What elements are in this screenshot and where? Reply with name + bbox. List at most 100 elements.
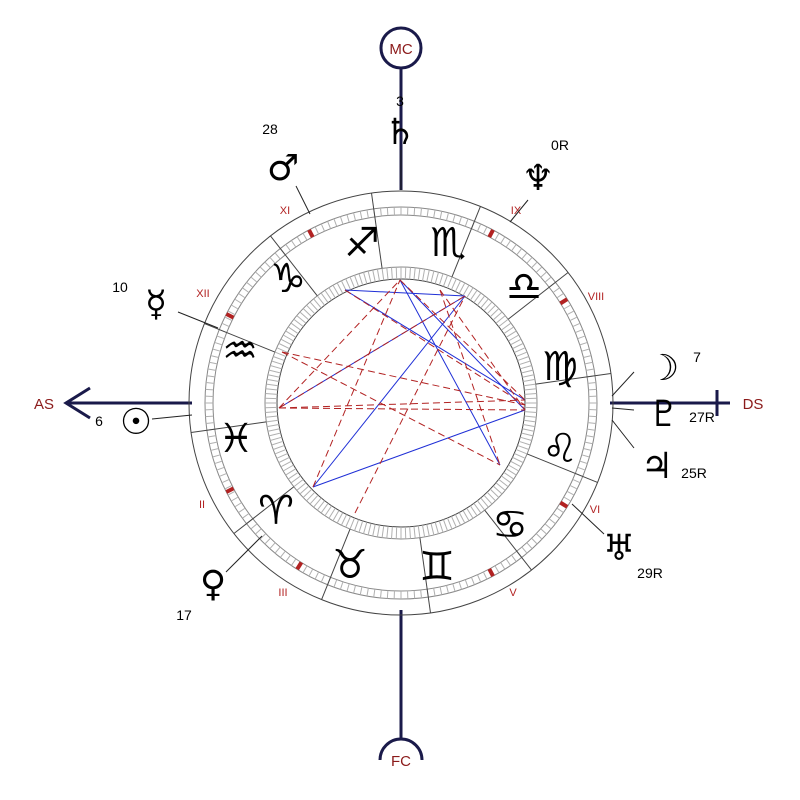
degree-tick bbox=[293, 478, 304, 488]
degree-tick bbox=[520, 365, 532, 370]
degree-tick bbox=[293, 318, 304, 328]
degree-tick bbox=[302, 565, 308, 573]
aspect-line-blue bbox=[344, 289, 466, 297]
degree-tick bbox=[280, 460, 292, 468]
degree-tick bbox=[227, 310, 236, 316]
degree-tick bbox=[354, 519, 360, 531]
sign-dividers bbox=[190, 192, 612, 614]
degree-tick bbox=[517, 444, 529, 450]
sign-divider bbox=[190, 421, 267, 433]
degree-tick bbox=[231, 304, 239, 310]
degree-tick bbox=[306, 491, 316, 502]
degree-tick bbox=[266, 419, 279, 423]
degree-tick bbox=[353, 585, 357, 594]
degree-tick bbox=[544, 276, 552, 283]
degree-tick bbox=[422, 268, 426, 281]
degree-tick bbox=[336, 512, 344, 524]
degree-tick bbox=[454, 280, 462, 292]
degree-tick bbox=[266, 424, 279, 428]
degree-tick bbox=[586, 435, 595, 438]
degree-tick bbox=[324, 505, 333, 517]
degree-tick bbox=[515, 351, 528, 358]
degree-tick bbox=[264, 537, 271, 545]
degree-tick bbox=[439, 586, 443, 595]
degree-tick bbox=[206, 422, 215, 424]
ds-label: DS bbox=[743, 396, 764, 413]
degree-tick bbox=[517, 356, 529, 362]
degree-tick bbox=[556, 507, 564, 514]
degree-tick bbox=[271, 440, 284, 446]
degree-tick bbox=[265, 388, 278, 391]
degree-tick bbox=[495, 482, 506, 491]
degree-tick bbox=[255, 528, 262, 535]
degree-tick bbox=[328, 287, 336, 299]
degree-tick bbox=[454, 514, 462, 526]
house-cusp-marker bbox=[487, 568, 495, 577]
degree-tick bbox=[267, 428, 280, 432]
sign-scorpio-glyph: ♏ bbox=[430, 220, 466, 266]
venus-icon: ♀ bbox=[200, 564, 226, 605]
sun-degree: 6 bbox=[95, 413, 103, 429]
house-cusp-marker bbox=[559, 297, 569, 306]
sign-sagittarius-glyph: ♐ bbox=[344, 220, 380, 266]
degree-tick bbox=[514, 347, 526, 354]
degree-tick bbox=[216, 466, 225, 471]
degree-tick bbox=[521, 252, 528, 260]
degree-tick bbox=[498, 318, 509, 328]
degree-tick bbox=[285, 330, 297, 338]
degree-tick bbox=[458, 216, 463, 225]
degree-tick bbox=[308, 568, 314, 577]
degree-tick bbox=[328, 507, 336, 519]
degree-tick bbox=[205, 415, 214, 418]
degree-tick bbox=[279, 550, 286, 558]
degree-tick bbox=[276, 452, 288, 459]
pluto-degree: 27R bbox=[689, 409, 715, 425]
sign-gemini-glyph: ♊ bbox=[419, 544, 455, 590]
sign-divider bbox=[419, 537, 431, 614]
degree-tick bbox=[320, 574, 325, 583]
degree-tick bbox=[290, 475, 301, 484]
degree-tick bbox=[523, 378, 536, 382]
mercury-pointer bbox=[177, 311, 219, 329]
degree-tick bbox=[524, 393, 537, 395]
degree-tick bbox=[516, 248, 523, 256]
degree-tick bbox=[246, 281, 254, 288]
degree-tick bbox=[221, 322, 230, 327]
planet-pointers bbox=[151, 150, 635, 573]
degree-tick bbox=[268, 369, 281, 374]
sign-cancer-glyph: ♋ bbox=[492, 502, 528, 548]
degree-tick bbox=[366, 588, 369, 597]
degree-tick bbox=[535, 533, 543, 540]
degree-tick bbox=[212, 454, 221, 458]
degree-tick bbox=[520, 436, 532, 441]
degree-tick bbox=[269, 542, 276, 549]
venus-degree: 17 bbox=[176, 607, 192, 623]
degree-tick bbox=[282, 334, 294, 342]
degree-tick bbox=[438, 520, 444, 533]
degree-tick bbox=[346, 214, 350, 223]
degree-tick bbox=[569, 316, 578, 322]
degree-tick bbox=[265, 393, 278, 395]
degree-tick bbox=[280, 338, 292, 346]
degree-tick bbox=[285, 554, 291, 562]
degree-tick bbox=[409, 267, 411, 280]
degree-tick bbox=[450, 278, 457, 290]
degree-tick bbox=[413, 207, 416, 216]
degree-tick bbox=[489, 308, 500, 318]
degree-tick bbox=[417, 525, 421, 538]
degree-tick bbox=[501, 475, 512, 484]
degree-tick bbox=[476, 500, 486, 511]
degree-tick bbox=[514, 452, 526, 459]
degree-tick bbox=[413, 267, 416, 280]
degree-tick bbox=[452, 214, 456, 223]
inner-tick-ring bbox=[276, 278, 526, 528]
degree-tick bbox=[274, 252, 281, 260]
degree-tick bbox=[482, 571, 488, 580]
fc-label: FC bbox=[391, 753, 411, 770]
aspect-line-red bbox=[278, 295, 466, 409]
sign-taurus-glyph: ♉ bbox=[332, 542, 368, 588]
uranus-pointer bbox=[571, 503, 605, 535]
degree-tick bbox=[563, 496, 571, 502]
degree-tick bbox=[452, 583, 456, 592]
